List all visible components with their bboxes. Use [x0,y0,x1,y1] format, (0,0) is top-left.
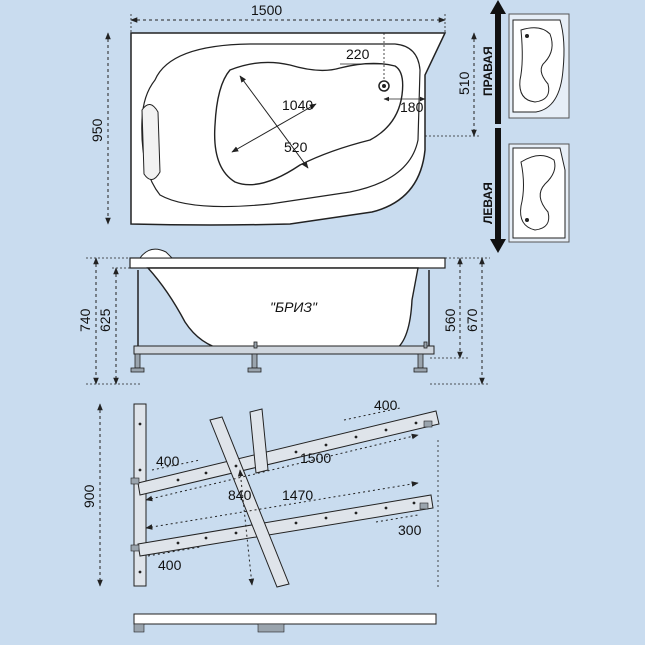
side-view: "БРИЗ" 740 625 560 670 [77,248,490,385]
left-variant-thumbnail [508,143,570,243]
dim-bottom-rail-length: 1470 [282,487,313,503]
up-arrow-icon [490,0,506,124]
orientation-right-label: ПРАВАЯ [481,46,495,96]
top-view: 1500 950 510 220 180 1040 520 [89,2,480,226]
support-legs [130,341,428,373]
model-name: "БРИЗ" [270,299,318,315]
tub-body [146,267,419,351]
orientation-left-label: ЛЕВАЯ [481,182,495,224]
orientation-panel: ПРАВАЯ ЛЕВАЯ [481,0,570,253]
tub-rim [129,257,446,269]
dim-top-rail-length: 1500 [300,450,331,466]
dim-width: 1500 [251,2,282,18]
dim-left-inner-height: 625 [97,308,113,332]
frame-top-rail [137,410,440,496]
dim-left-total-height: 740 [77,308,93,332]
dim-depth: 950 [89,118,105,142]
dim-basin-length: 1040 [282,97,313,113]
dim-left-top-arm: 400 [156,453,180,469]
dim-right-total-height: 670 [464,308,480,332]
headrest [141,104,161,180]
down-arrow-icon [490,128,506,253]
dim-cross-brace: 840 [228,487,252,503]
dim-bottom-right-arm: 300 [398,522,422,538]
frame-base [133,613,437,625]
frame-bottom-rail [137,494,434,557]
dim-right-inner-height: 560 [442,308,458,332]
dim-left-bottom-arm: 400 [158,557,182,573]
frame-view: 900 400 400 1500 1470 840 400 300 [81,397,440,633]
dim-drain-top: 220 [346,46,370,62]
dim-top-right-arm: 400 [374,397,398,413]
right-variant-thumbnail [508,13,570,119]
dim-basin-width: 520 [284,139,308,155]
dim-frame-depth: 900 [81,484,97,508]
dim-right-depth: 510 [456,71,472,95]
dim-drain-right: 180 [400,99,424,115]
